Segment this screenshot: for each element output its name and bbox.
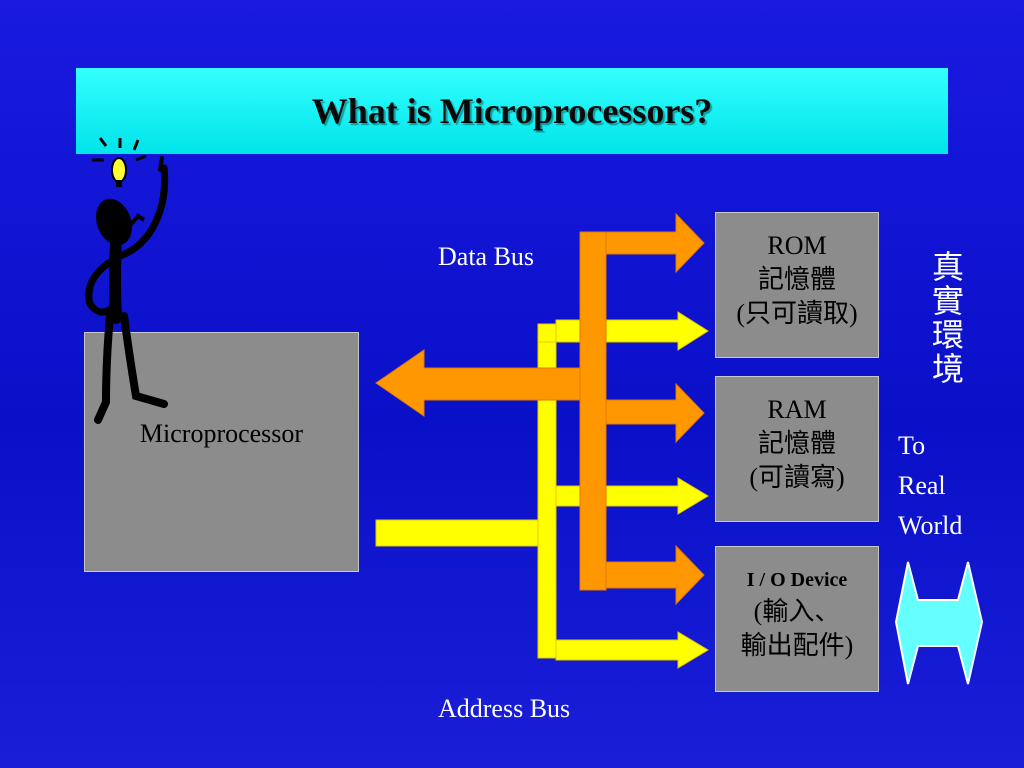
title-banner: What is Microprocessors? [76,68,948,154]
address-arrow-ram [555,477,709,515]
address-arrow-rom [555,311,709,351]
to-real-world-line-2: Real [898,471,946,500]
io-device-note-1: (輸入、 [753,597,841,626]
rom-box: ROM 記憶體 (只可讀取) [715,212,879,358]
real-world-arrow [894,561,984,685]
data-arrow-io [605,544,705,606]
microprocessor-label: Microprocessor [139,419,304,448]
io-device-note-2: 輸出配件) [740,631,854,660]
rom-subtitle: 記憶體 [757,265,836,294]
data-arrow-microprocessor [375,349,581,417]
ram-subtitle: 記憶體 [757,429,836,458]
to-real-world-line-1: To [898,431,926,460]
rom-title: ROM [767,231,827,260]
address-bus-label: Address Bus [438,694,571,723]
page-title: What is Microprocessors? [311,91,713,131]
to-real-world-line-3: World [898,511,963,540]
ram-title: RAM [767,395,827,424]
address-arrow-io [555,631,709,669]
thinking-figure-icon [85,137,169,424]
io-device-box: I / O Device (輸入、 輸出配件) [715,546,879,692]
data-bus [375,212,705,606]
ram-box: RAM 記憶體 (可讀寫) [715,376,879,522]
data-bus-label: Data Bus [438,242,535,271]
rom-note: (只可讀取) [736,299,858,328]
to-real-world-label: To Real World [898,426,1008,546]
ram-note: (可讀寫) [749,463,845,492]
address-bus [375,311,709,669]
address-bus-input [375,519,543,547]
data-bus-trunk [579,231,607,591]
real-world-chinese-label: 真實環境 [931,249,964,387]
data-arrow-rom [605,212,705,274]
data-arrow-ram [605,382,705,444]
io-device-title: I / O Device [746,569,848,591]
